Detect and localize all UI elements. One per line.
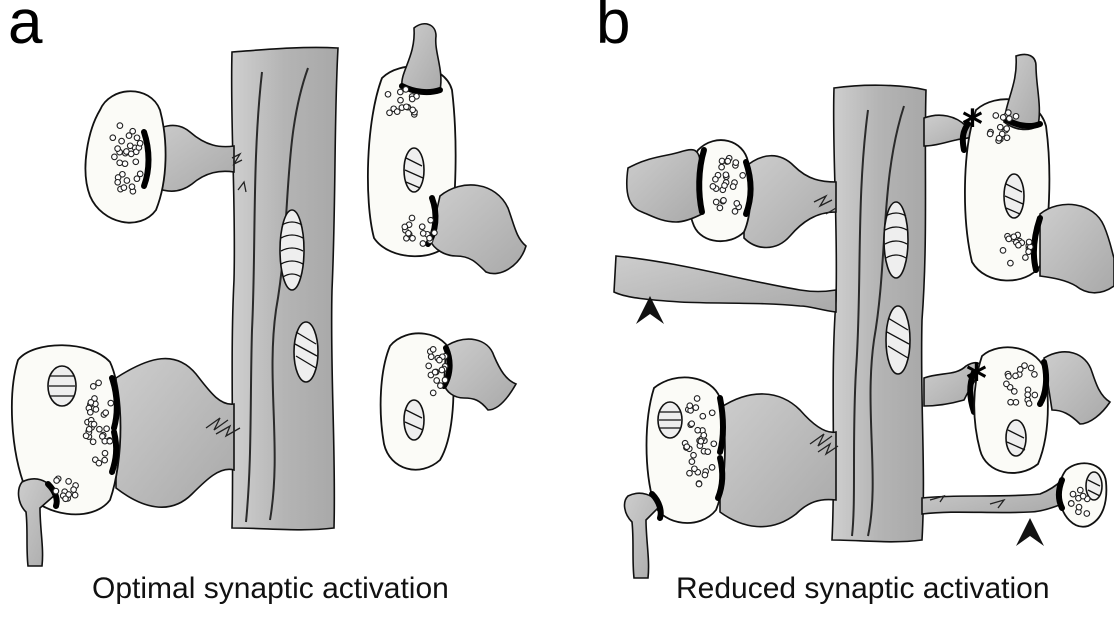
spine-a-small (19, 479, 56, 566)
spine-b-small-left (625, 493, 660, 578)
mitochondrion-b3 (658, 402, 682, 438)
spine-b-lower-left (720, 394, 836, 527)
spine-b-right2 (1044, 352, 1110, 424)
dendrite-shaft-a (232, 47, 338, 529)
asterisk-lower: * (966, 356, 987, 402)
spine-a-lower (116, 359, 234, 508)
presynaptic-bouton-a1 (85, 91, 165, 222)
caption-panel-b: Reduced synaptic activation (676, 572, 1050, 606)
mitochondrion-a2 (294, 322, 318, 382)
mitochondrion-b1 (884, 202, 908, 278)
arrowhead-right (1016, 518, 1044, 546)
spine-a-right (430, 185, 526, 274)
caption-panel-a: Optimal synaptic activation (92, 572, 449, 606)
mitochondrion-b2 (886, 306, 910, 374)
mitochondrion-b4 (1004, 174, 1024, 218)
mitochondrion-a4 (404, 148, 424, 192)
spine-a-top (402, 24, 441, 94)
psd-b8 (1059, 480, 1062, 508)
spine-a-right2 (444, 339, 516, 410)
spine-b-far-left (627, 150, 702, 222)
mitochondrion-a3 (48, 366, 76, 406)
mitochondrion-a5 (404, 400, 424, 440)
dendrite-shaft-b (832, 85, 926, 542)
psd-b3a (720, 398, 723, 452)
mitochondrion-b5 (1006, 420, 1026, 456)
mitochondrion-a1 (280, 210, 304, 290)
panel-b-diagram: * * (614, 54, 1114, 578)
panel-a-diagram (12, 24, 526, 566)
asterisk-upper: * (962, 102, 983, 148)
spine-b-right (1040, 204, 1114, 292)
